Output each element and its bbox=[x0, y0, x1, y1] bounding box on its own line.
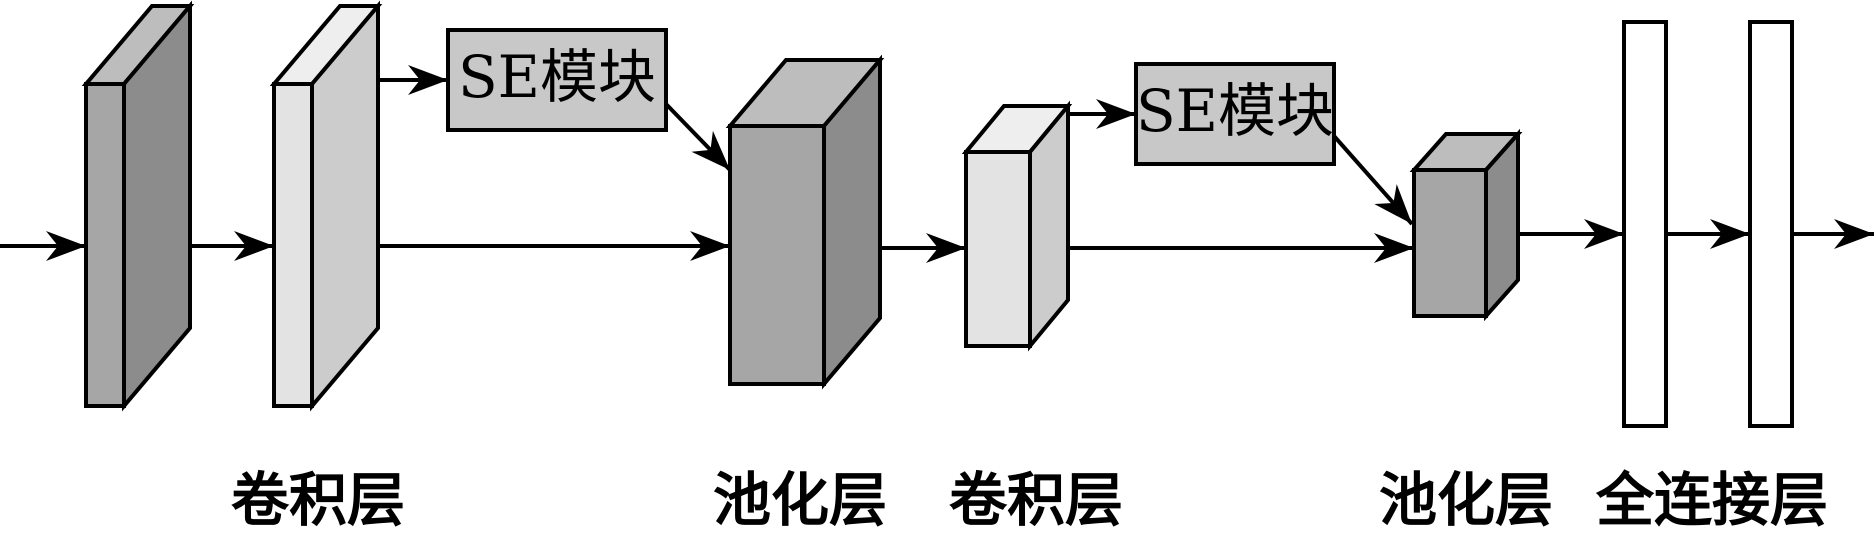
pool-layer-1-block bbox=[725, 54, 885, 390]
fc-layer-1-bar bbox=[1622, 20, 1668, 428]
conv1b-front-face bbox=[272, 82, 314, 408]
conv1-front-face bbox=[84, 82, 126, 408]
se-block-2-label: SE模块 bbox=[1136, 77, 1334, 145]
flow-arrows bbox=[0, 65, 1874, 263]
caption-conv1: 卷积层 bbox=[231, 466, 405, 534]
se1-to-pool1-arrow bbox=[664, 102, 732, 172]
se-block-2-box bbox=[1134, 62, 1336, 166]
fc-layer-2-bar bbox=[1748, 20, 1794, 428]
pool2-front-face bbox=[1412, 168, 1488, 318]
se-block-2: SE模块 bbox=[1134, 62, 1336, 166]
pool-layer-2-block bbox=[1409, 128, 1523, 322]
conv2-side-face bbox=[1028, 100, 1070, 352]
se2-to-pool2-arrow bbox=[1332, 134, 1414, 226]
se-block-1-label: SE模块 bbox=[458, 43, 656, 111]
caption-conv2: 卷积层 bbox=[949, 466, 1123, 534]
conv-layer-1-block bbox=[81, 0, 195, 412]
caption-fc: 全连接层 bbox=[1595, 466, 1828, 534]
conv-layer-3-block bbox=[961, 100, 1073, 352]
caption-pool1: 池化层 bbox=[713, 466, 887, 534]
se-block-1: SE模块 bbox=[446, 28, 668, 132]
pool1-front-face bbox=[728, 124, 826, 386]
conv-layer-2-block bbox=[269, 0, 383, 412]
conv2-front-face bbox=[964, 150, 1032, 348]
caption-pool2: 池化层 bbox=[1379, 466, 1553, 534]
